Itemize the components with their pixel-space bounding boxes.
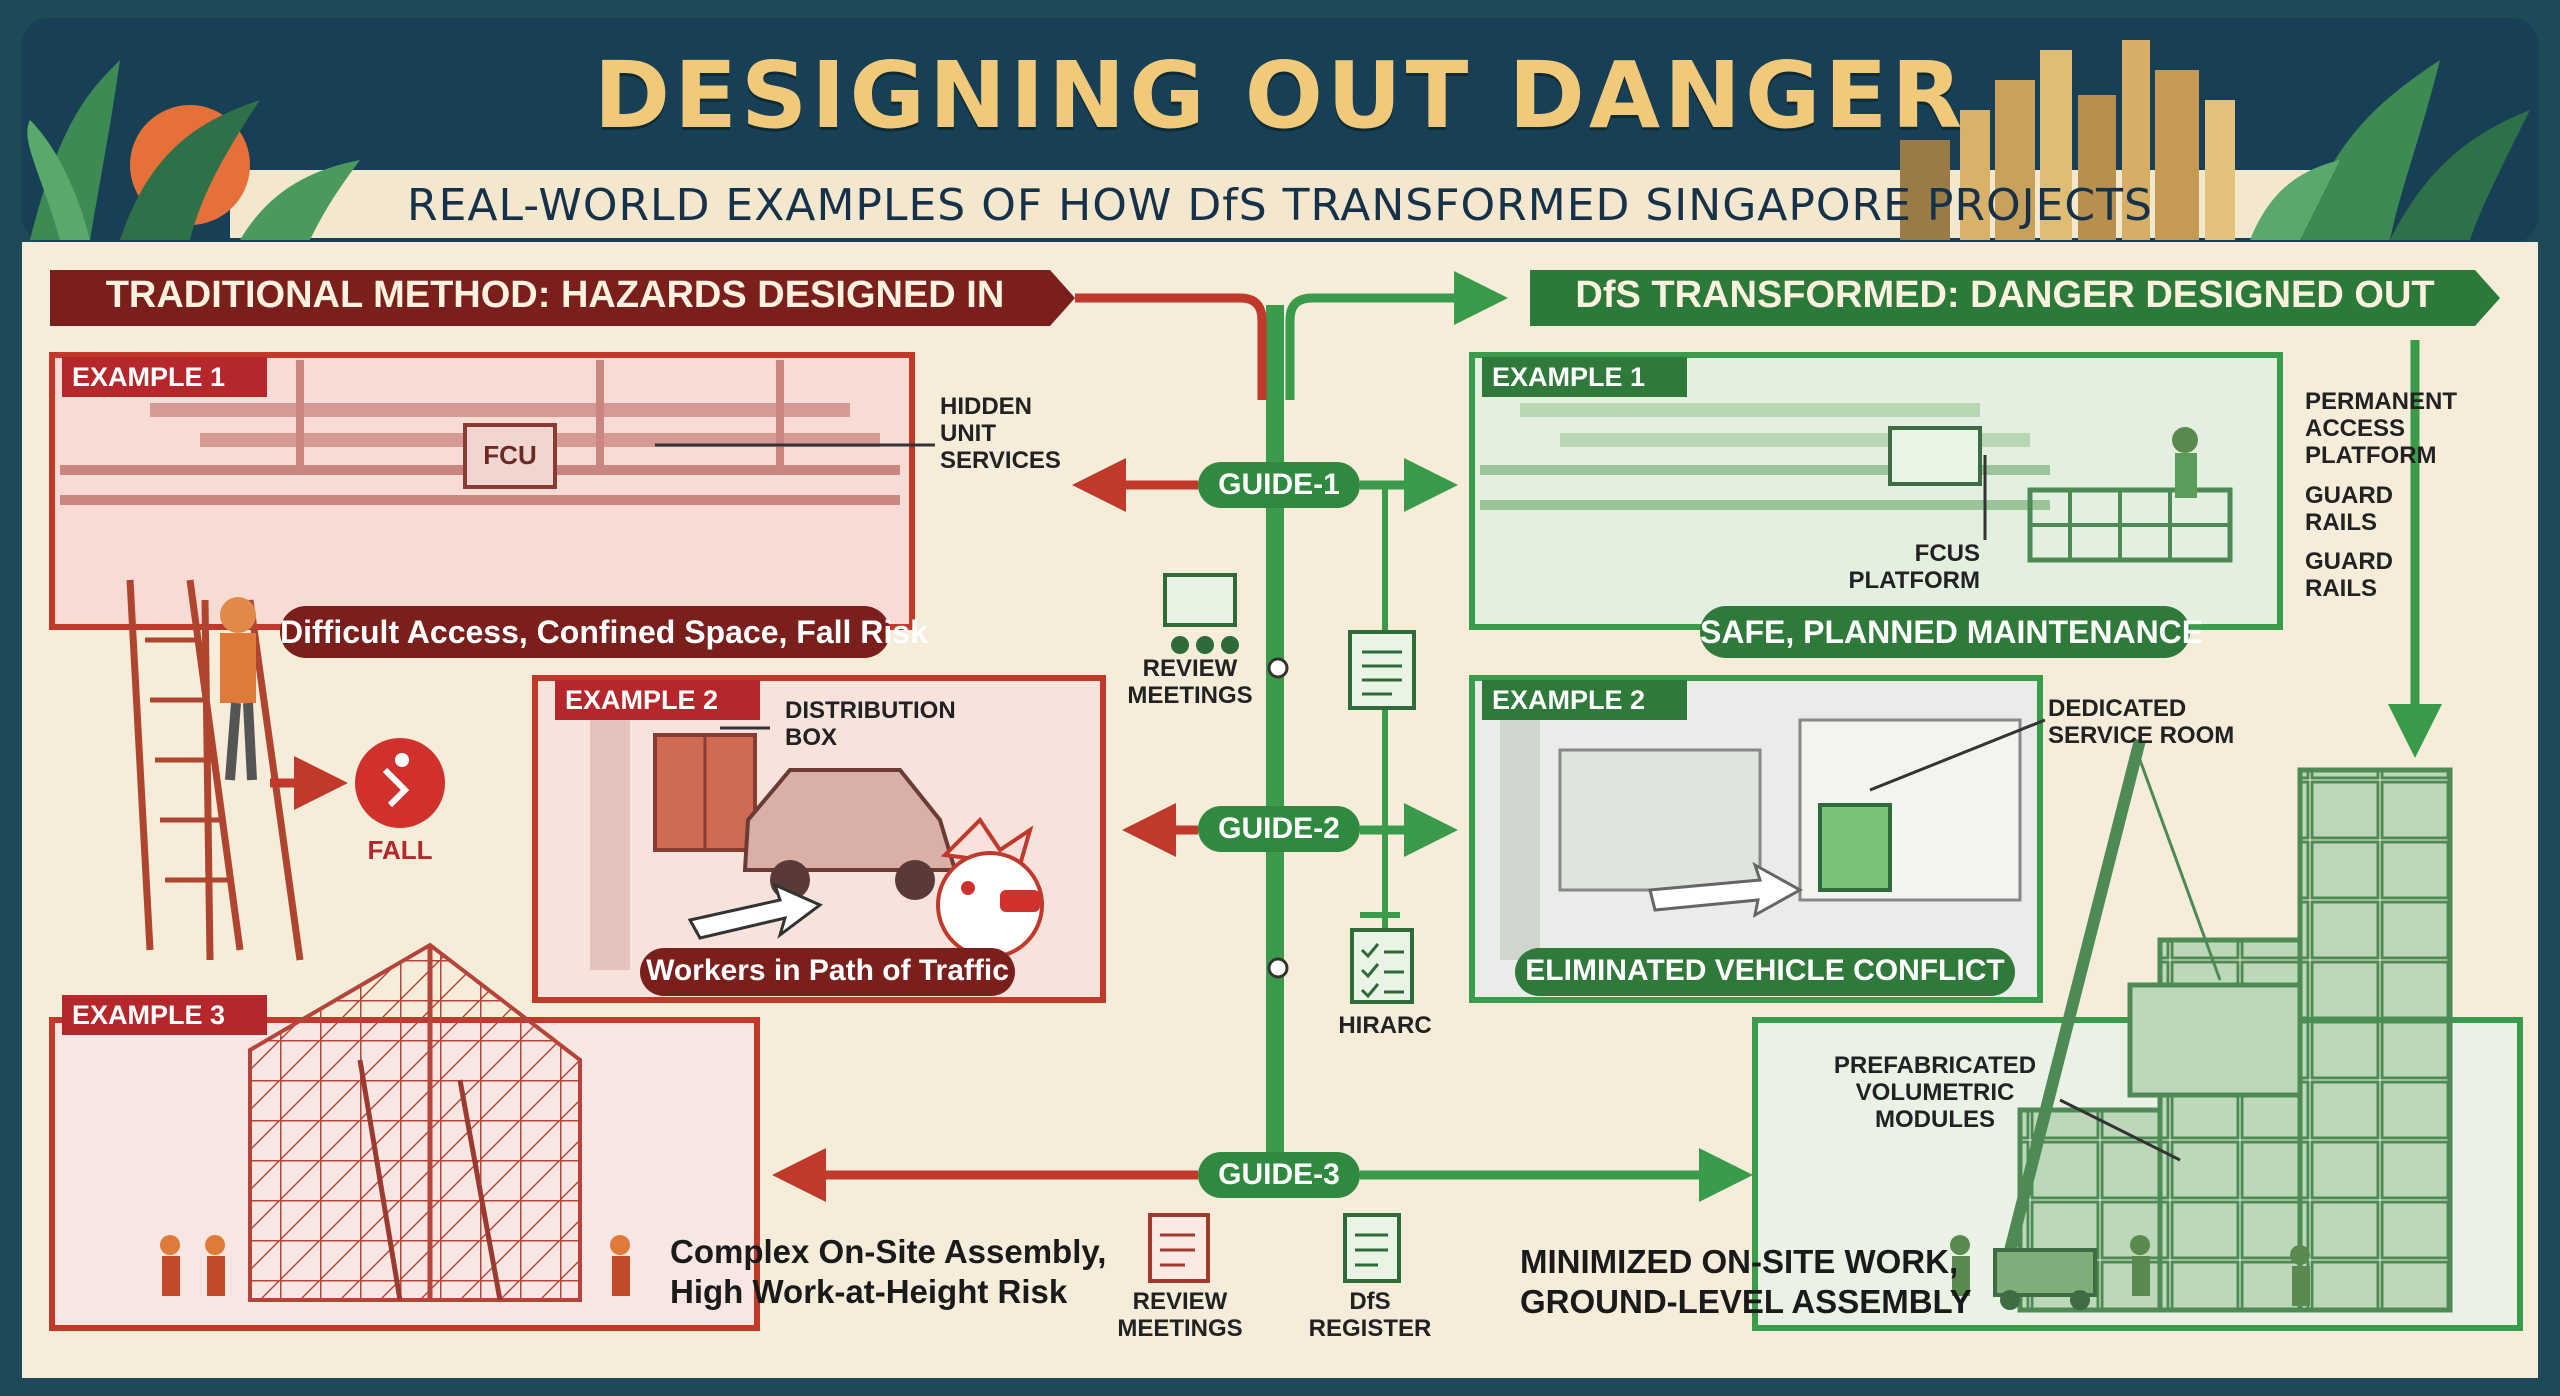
guide-2-label: GUIDE-2 [1218, 812, 1340, 845]
foliage-right [2250, 60, 2530, 240]
right-example3-panel [1752, 738, 2523, 1331]
permanent-access-platform-callout: PERMANENT ACCESS PLATFORM [2305, 388, 2458, 469]
guide-1-label: GUIDE-1 [1218, 468, 1340, 501]
dedicated-service-room-callout: DEDICATED SERVICE ROOM [2048, 695, 2235, 749]
checklist-icon [1350, 928, 1414, 1004]
page-title: DESIGNING OUT DANGER [593, 42, 1967, 149]
skyline-right [1900, 40, 2235, 240]
hirarc-label: HIRARC [1338, 1012, 1432, 1039]
left-example3-panel [49, 942, 760, 1331]
top-connector-red [1075, 293, 1267, 400]
page-subtitle: REAL-WORLD EXAMPLES OF HOW DfS TRANSFORM… [407, 180, 2153, 231]
left-example1-tag: EXAMPLE 1 [72, 362, 226, 392]
document-icon [1348, 630, 1416, 710]
right-example1-panel [1469, 352, 2283, 658]
hidden-unit-services-callout: HIDDEN UNIT SERVICES [940, 393, 1061, 474]
right-example2-panel [1469, 675, 2046, 1003]
guard-rails-callout-1: GUARD RAILS [2305, 482, 2393, 536]
right-example1-tag: EXAMPLE 1 [1492, 362, 1646, 392]
prefabricated-modules-callout: PREFABRICATED VOLUMETRIC MODULES [1833, 1052, 2037, 1133]
fall-warning [270, 738, 445, 828]
fall-label: FALL [367, 835, 433, 865]
tool-node-2 [1267, 957, 1289, 979]
tool-node-1 [1267, 657, 1289, 679]
guard-rails-callout-2: GUARD RAILS [2305, 548, 2393, 602]
left-example1-caption: Difficult Access, Confined Space, Fall R… [280, 614, 928, 650]
left-example2-panel [532, 675, 1106, 1003]
right-example2-caption: ELIMINATED VEHICLE CONFLICT [1525, 954, 2005, 987]
left-example2-tag: EXAMPLE 2 [565, 685, 719, 715]
dfs-register-label: DfS REGISTER [1308, 1288, 1432, 1342]
foliage-left [27, 60, 360, 240]
guide1-pill [1198, 462, 1360, 508]
right-example3-caption: MINIMIZED ON-SITE WORK, GROUND-LEVEL ASS… [1520, 1243, 1972, 1320]
meeting-icon-top [1163, 573, 1239, 654]
review-meetings-top-label: REVIEW MEETINGS [1127, 655, 1253, 709]
register-icon [1343, 1213, 1401, 1283]
left-heading-band [50, 270, 1075, 326]
ladder-worker [126, 579, 304, 961]
guide3-pill [1198, 1152, 1360, 1198]
right-example1-caption: SAFE, PLANNED MAINTENANCE [1700, 614, 2204, 650]
left-column-heading: TRADITIONAL METHOD: HAZARDS DESIGNED IN [105, 274, 1005, 316]
left-example2-caption: Workers in Path of Traffic [646, 954, 1009, 987]
guide2-pill [1198, 806, 1360, 852]
right-heading-band [1530, 270, 2500, 326]
meeting-icon-bottom [1148, 1213, 1210, 1283]
right-column-heading: DfS TRANSFORMED: DANGER DESIGNED OUT [1575, 274, 2435, 316]
distribution-box-callout: DISTRIBUTION BOX [785, 697, 956, 751]
top-connector-green [1285, 271, 1508, 400]
fcus-platform-callout: FCUS PLATFORM [1848, 540, 1980, 594]
fcu-label: FCU [483, 440, 537, 470]
left-example3-caption: Complex On-Site Assembly, High Work-at-H… [670, 1233, 1107, 1310]
guide-3-label: GUIDE-3 [1218, 1158, 1340, 1191]
review-meetings-bottom-label: REVIEW MEETINGS [1117, 1288, 1243, 1342]
right-example2-tag: EXAMPLE 2 [1492, 685, 1646, 715]
left-example3-tag: EXAMPLE 3 [72, 1000, 226, 1030]
left-example1-panel [49, 352, 935, 658]
